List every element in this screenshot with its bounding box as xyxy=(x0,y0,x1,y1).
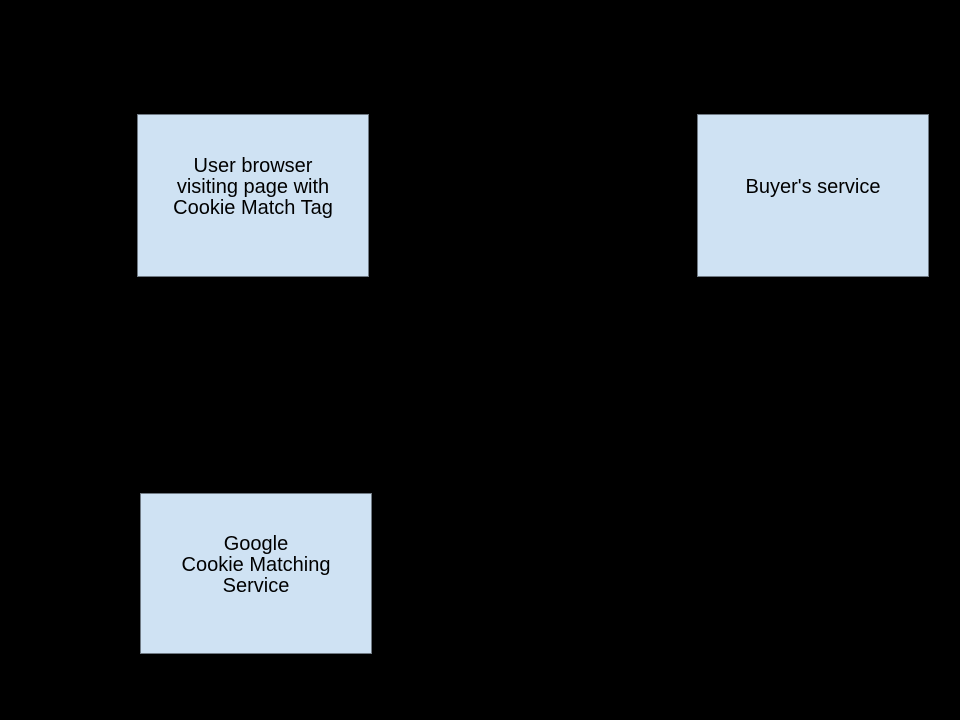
node-google-cookie-matching-service: Google Cookie Matching Service xyxy=(140,493,372,654)
node-buyers-service-label: Buyer's service xyxy=(745,176,881,198)
node-google-cookie-matching-service-label: Google Cookie Matching Service xyxy=(181,533,331,597)
node-user-browser-label: User browser visiting page with Cookie M… xyxy=(173,155,333,219)
node-user-browser: User browser visiting page with Cookie M… xyxy=(137,114,369,277)
node-buyers-service: Buyer's service xyxy=(697,114,929,277)
